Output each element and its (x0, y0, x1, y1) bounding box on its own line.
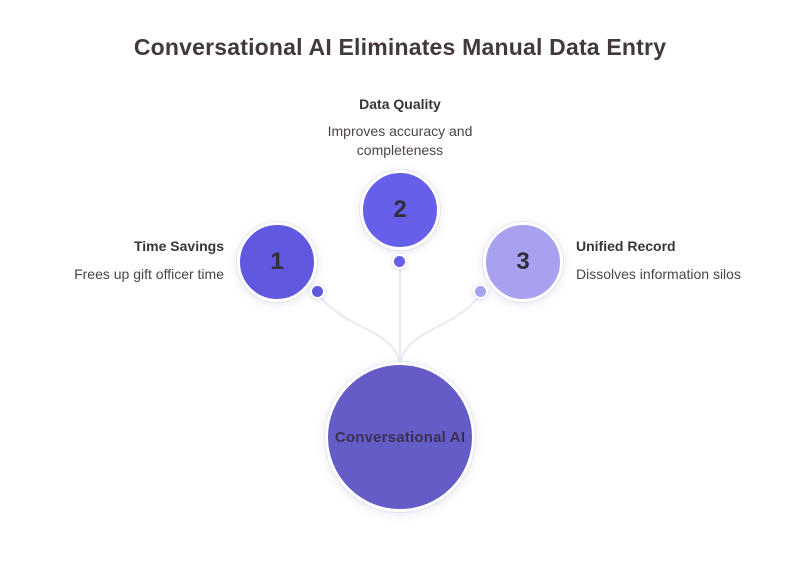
page-title: Conversational AI Eliminates Manual Data… (133, 34, 667, 60)
item-3-heading: Unified Record (576, 238, 676, 254)
item-3-label: Unified Record Dissolves information sil… (576, 238, 800, 284)
item-3-number: 3 (516, 248, 530, 275)
connector-line-1 (317, 293, 401, 364)
item-1-connector-dot (310, 284, 325, 299)
item-2-number: 2 (393, 196, 407, 223)
item-3-description: Dissolves information silos (576, 266, 741, 282)
item-2-connector-dot (392, 254, 407, 269)
item-3-circle: 3 (483, 222, 563, 302)
item-2-heading: Data Quality (359, 96, 441, 112)
center-circle: Conversational AI (325, 362, 475, 512)
item-1-label: Time Savings Frees up gift officer time (0, 238, 224, 284)
item-1-description: Frees up gift officer time (74, 266, 224, 282)
connector-line-3 (399, 293, 482, 364)
item-2-circle: 2 (360, 170, 440, 250)
item-1-circle: 1 (237, 222, 317, 302)
item-2-label: Data Quality Improves accuracy and compl… (300, 96, 500, 160)
center-circle-label: Conversational AI (334, 428, 466, 446)
item-3-connector-dot (473, 284, 488, 299)
item-1-number: 1 (270, 248, 284, 275)
item-1-heading: Time Savings (133, 238, 224, 254)
item-2-description: Improves accuracy and completeness (327, 123, 473, 158)
